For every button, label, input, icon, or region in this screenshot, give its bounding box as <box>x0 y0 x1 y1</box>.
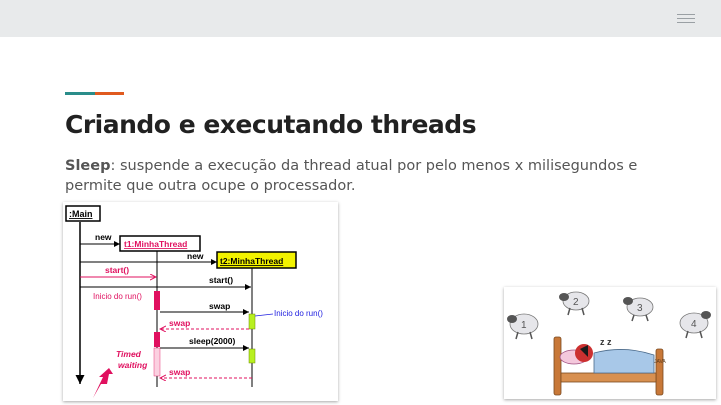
sequence-diagram: :Main new t1:MinhaThread new t2:MinhaThr… <box>63 202 338 401</box>
sheep-4-icon: 4 <box>679 311 711 339</box>
note-waiting: waiting <box>118 360 148 370</box>
body-description: : suspende a execução da thread atual po… <box>65 158 638 194</box>
msg-start-2-label: start() <box>209 275 233 285</box>
sheep-number-3: 3 <box>637 303 643 314</box>
msg-swap-1-label: swap <box>209 301 230 311</box>
t2-activation-1 <box>248 313 256 330</box>
accent-orange <box>94 92 124 95</box>
main-object-box <box>65 205 101 222</box>
t1-waiting-bar <box>153 347 161 377</box>
slide-body-text: Sleep: suspende a execução da thread atu… <box>65 156 685 196</box>
timed-waiting-arrow-icon <box>93 368 113 398</box>
msg-new-2-label: new <box>187 251 204 261</box>
main-object-label: :Main <box>69 209 93 219</box>
sheep-number-4: 4 <box>691 319 697 330</box>
sheep-number-1: 1 <box>521 320 527 331</box>
note-inicio-1: Inicio do run() <box>93 292 142 301</box>
sleep-z-marks: z z <box>600 337 612 347</box>
title-accent-bar <box>65 92 124 95</box>
t1-object-label: t1:MinhaThread <box>124 239 187 249</box>
t2-object-label: t2:MinhaThread <box>220 256 283 266</box>
accent-teal <box>65 92 95 95</box>
msg-sleep-label: sleep(2000) <box>189 336 235 346</box>
msg-start-1-label: start() <box>105 265 129 275</box>
note-inicio-2-connector <box>254 313 274 317</box>
sheep-1-icon: 1 <box>507 313 539 340</box>
slide-title: Criando e executando threads <box>65 110 477 139</box>
bed-label: JAVA <box>654 359 666 365</box>
note-inicio-2: Inicio do run() <box>274 309 323 318</box>
t1-activation-2 <box>154 332 160 347</box>
hamburger-menu-icon[interactable] <box>677 14 695 24</box>
top-bar <box>0 0 721 37</box>
sheep-number-2: 2 <box>573 297 579 308</box>
msg-swap-2-label: swap <box>169 318 190 328</box>
t2-object-box <box>216 251 297 269</box>
sheep-2-icon: 2 <box>559 291 590 316</box>
body-bold-term: Sleep <box>65 158 111 174</box>
note-timed: Timed <box>116 349 142 359</box>
msg-swap-3-label: swap <box>169 367 190 377</box>
bed-icon: JAVA <box>553 336 666 396</box>
msg-new-1-label: new <box>95 232 112 242</box>
t1-activation-1 <box>154 291 160 310</box>
t2-activation-2 <box>248 348 256 364</box>
sheep-3-icon: 3 <box>623 297 654 322</box>
t1-object-box <box>119 235 201 252</box>
sleeping-illustration: 1 2 3 4 <box>504 287 716 399</box>
